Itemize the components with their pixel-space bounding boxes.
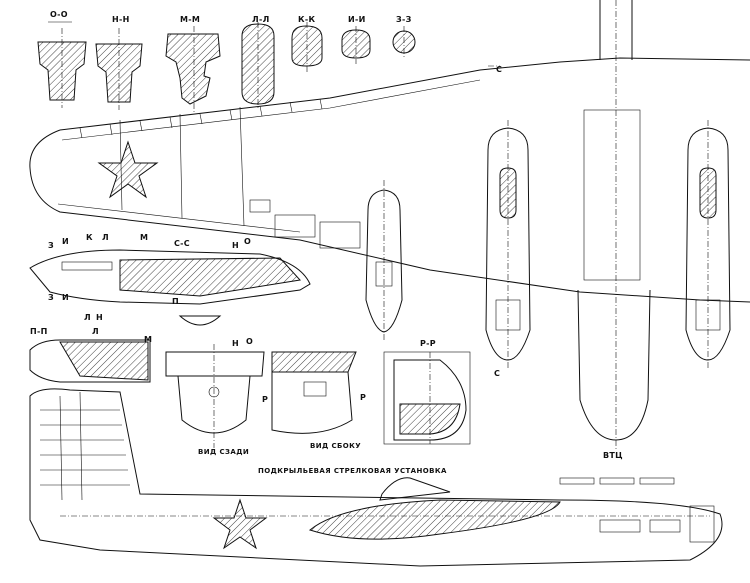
marker-o-2: О xyxy=(246,337,253,346)
section-k-k: К-К xyxy=(291,15,323,72)
section-label-n-n: Н-Н xyxy=(112,15,130,24)
section-m-m: М-М xyxy=(165,15,221,112)
turret-side-view: Р Р ВИД СБОКУ xyxy=(262,351,366,450)
marker-i-2: И xyxy=(62,293,69,302)
section-n-n: Н-Н xyxy=(95,15,143,110)
section-label-k-k: К-К xyxy=(298,15,315,24)
fuselage-side-view xyxy=(29,388,723,567)
section-label-o-o: О-О xyxy=(50,10,68,19)
marker-m-2: М xyxy=(144,335,152,344)
marker-l-1: Л xyxy=(102,233,109,242)
caption-underwing-turret: ПОДКРЫЛЬЕВАЯ СТРЕЛКОВАЯ УСТАНОВКА xyxy=(258,467,447,475)
detail-r-r: Р-Р xyxy=(383,339,471,445)
detail-p-p: П-П Л М xyxy=(29,327,152,383)
red-star-insignia-icon xyxy=(97,140,159,199)
section-i-i: И-И xyxy=(341,15,371,64)
marker-l-2: Л xyxy=(84,313,91,322)
fuselage-plan: ВТЦ xyxy=(577,0,651,460)
section-o-o: О-О xyxy=(37,10,87,108)
caption-side-view: ВИД СБОКУ xyxy=(310,442,361,450)
svg-text:ВТЦ: ВТЦ xyxy=(603,451,623,460)
marker-c-bottom: С xyxy=(494,369,500,378)
small-nacelle xyxy=(365,180,403,340)
engine-nacelle-outer xyxy=(685,120,731,370)
marker-o-1: О xyxy=(244,237,251,246)
marker-n-3: Н xyxy=(232,339,239,348)
marker-k-1: К xyxy=(86,233,93,242)
marker-l-3: Л xyxy=(92,327,99,336)
marker-n-1: Н xyxy=(232,241,239,250)
marker-z-2: З xyxy=(48,293,54,302)
marker-z-1: З xyxy=(48,241,54,250)
caption-rear-view: ВИД СЗАДИ xyxy=(198,448,249,456)
marker-r-2: Р xyxy=(360,393,366,402)
engine-nacelle-inner: С xyxy=(485,120,531,378)
wing-sections: О-О Н-Н М-М Л-Л К-К И-И xyxy=(37,10,416,112)
fuselage-star-insignia-icon xyxy=(212,498,268,550)
wing-ribs xyxy=(79,98,323,139)
section-label-m-m: М-М xyxy=(180,15,200,24)
section-label-p-p: П-П xyxy=(30,327,48,336)
marker-n-2: Н xyxy=(96,313,103,322)
marker-c-top: С xyxy=(496,65,502,74)
marker-r-1: Р xyxy=(262,395,268,404)
marker-m-1: М xyxy=(140,233,148,242)
section-label-i-i: И-И xyxy=(348,15,366,24)
nacelle-side-view: З И К Л М С-С Н О З И Л Н П xyxy=(29,233,311,326)
section-l-l: Л-Л xyxy=(241,15,275,110)
section-label-c-c: С-С xyxy=(174,239,190,248)
section-label-z-z: З-З xyxy=(396,15,412,24)
marker-p-1: П xyxy=(172,297,179,306)
section-label-l-l: Л-Л xyxy=(252,15,270,24)
marker-i-1: И xyxy=(62,237,69,246)
section-label-r-r: Р-Р xyxy=(420,339,436,348)
wing-plan-view: С xyxy=(29,57,750,303)
section-z-z: З-З xyxy=(392,15,416,58)
turret-rear-view: Н О ВИД СЗАДИ xyxy=(165,337,265,456)
tail-fin-ribs xyxy=(40,391,130,501)
